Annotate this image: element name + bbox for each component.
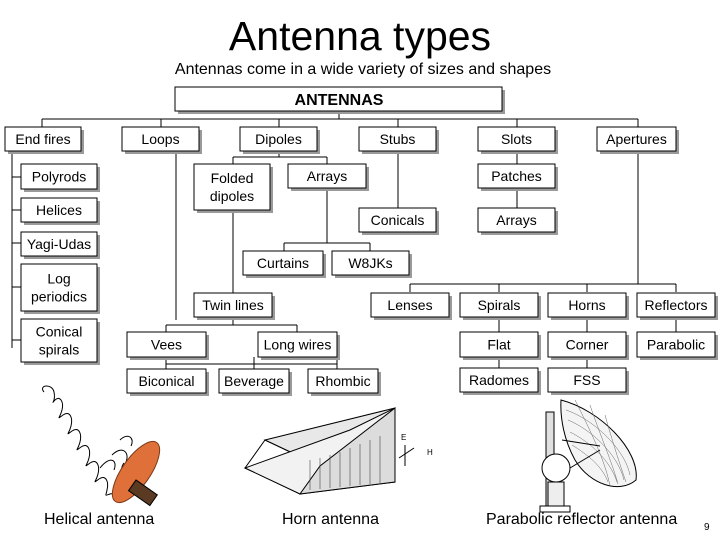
node-rhombic: Rhombic — [307, 368, 381, 396]
node-end-fires: End fires — [4, 126, 84, 154]
node-label: Spirals — [478, 297, 521, 313]
node-stubs: Stubs — [358, 126, 439, 154]
node-biconical: Biconical — [126, 368, 209, 396]
node-parabolic: Parabolic — [636, 331, 718, 360]
node-label: Twin lines — [202, 297, 263, 313]
node-twin-lines: Twin lines — [193, 292, 275, 320]
node-patches: Patches — [477, 163, 558, 191]
slide-subtitle: Antennas come in a wide variety of sizes… — [174, 61, 552, 78]
helical-antenna-caption: Helical antenna — [44, 511, 155, 528]
node-corner: Corner — [547, 331, 629, 360]
e-axis-label: E — [401, 433, 406, 442]
node-polyrods: Polyrods — [20, 163, 100, 192]
node-conical-spirals: Conical spirals — [20, 318, 100, 365]
node-label: Beverage — [224, 373, 284, 389]
node-label: periodics — [31, 289, 87, 305]
node-label: Stubs — [380, 131, 416, 147]
node-label: ANTENNAS — [295, 92, 384, 109]
node-dipoles: Dipoles — [239, 126, 320, 154]
node-spirals: Spirals — [459, 292, 541, 320]
node-w8jks: W8JKs — [331, 250, 412, 278]
node-label: Lenses — [387, 297, 432, 313]
node-log-periodics: Log periodics — [20, 263, 100, 314]
node-label: Parabolic — [647, 337, 705, 353]
node-label: Conicals — [371, 212, 425, 228]
node-loops: Loops — [121, 126, 202, 154]
node-root: ANTENNAS — [174, 86, 505, 114]
node-label: Apertures — [606, 131, 667, 147]
page-number: 9 — [704, 522, 710, 533]
node-label: FSS — [573, 372, 600, 388]
node-yagi-udas: Yagi-Udas — [20, 231, 100, 259]
node-horns: Horns — [547, 292, 629, 320]
node-beverage: Beverage — [218, 368, 292, 396]
helical-antenna-illustration — [42, 385, 161, 507]
node-flat: Flat — [459, 331, 541, 360]
node-label: Horns — [568, 297, 605, 313]
node-arrays-slots: Arrays — [477, 207, 558, 235]
node-apertures: Apertures — [596, 126, 679, 154]
node-folded-dipoles: Folded dipoles — [193, 163, 273, 213]
node-label: Biconical — [138, 373, 194, 389]
node-label: dipoles — [210, 188, 254, 204]
h-axis-label: H — [427, 448, 433, 457]
node-label: Flat — [487, 337, 510, 353]
node-helices: Helices — [20, 197, 100, 225]
connector-lines — [11, 111, 677, 369]
node-slots: Slots — [477, 126, 558, 154]
node-fss: FSS — [547, 367, 629, 395]
horn-antenna-caption: Horn antenna — [282, 511, 379, 528]
node-label: Helices — [36, 202, 82, 218]
node-label: Arrays — [496, 212, 536, 228]
node-label: Curtains — [257, 255, 309, 271]
node-label: Loops — [141, 131, 179, 147]
node-label: Dipoles — [255, 131, 302, 147]
node-label: Log — [47, 271, 70, 287]
node-label: Patches — [491, 168, 542, 184]
node-label: Conical — [36, 324, 83, 340]
node-conicals: Conicals — [358, 207, 439, 235]
ground-disc — [111, 440, 161, 504]
node-reflectors: Reflectors — [636, 292, 718, 320]
horn-antenna-illustration: E H — [243, 406, 433, 495]
node-curtains: Curtains — [242, 250, 326, 278]
node-label: Yagi-Udas — [27, 236, 91, 252]
node-radomes: Radomes — [459, 367, 541, 395]
connector — [127, 479, 158, 507]
node-label: Corner — [566, 337, 609, 353]
parabolic-antenna-caption: Parabolic reflector antenna — [486, 511, 678, 528]
node-label: Radomes — [469, 372, 529, 388]
node-label: Reflectors — [644, 297, 707, 313]
node-arrays-dipoles: Arrays — [287, 163, 369, 191]
node-lenses: Lenses — [370, 292, 452, 320]
node-label: Slots — [501, 131, 532, 147]
node-label: Arrays — [307, 168, 347, 184]
node-label: Rhombic — [315, 373, 370, 389]
node-label: Long wires — [264, 337, 332, 353]
node-long-wires: Long wires — [257, 331, 340, 360]
node-vees: Vees — [126, 331, 209, 360]
node-label: End fires — [15, 131, 70, 147]
node-label: W8JKs — [348, 255, 392, 271]
parabolic-antenna-illustration — [539, 399, 637, 513]
slide-title: Antenna types — [228, 13, 492, 59]
node-label: Folded — [211, 170, 254, 186]
node-label: Vees — [151, 337, 182, 353]
node-label: Polyrods — [32, 169, 86, 185]
node-label: spirals — [39, 342, 79, 358]
